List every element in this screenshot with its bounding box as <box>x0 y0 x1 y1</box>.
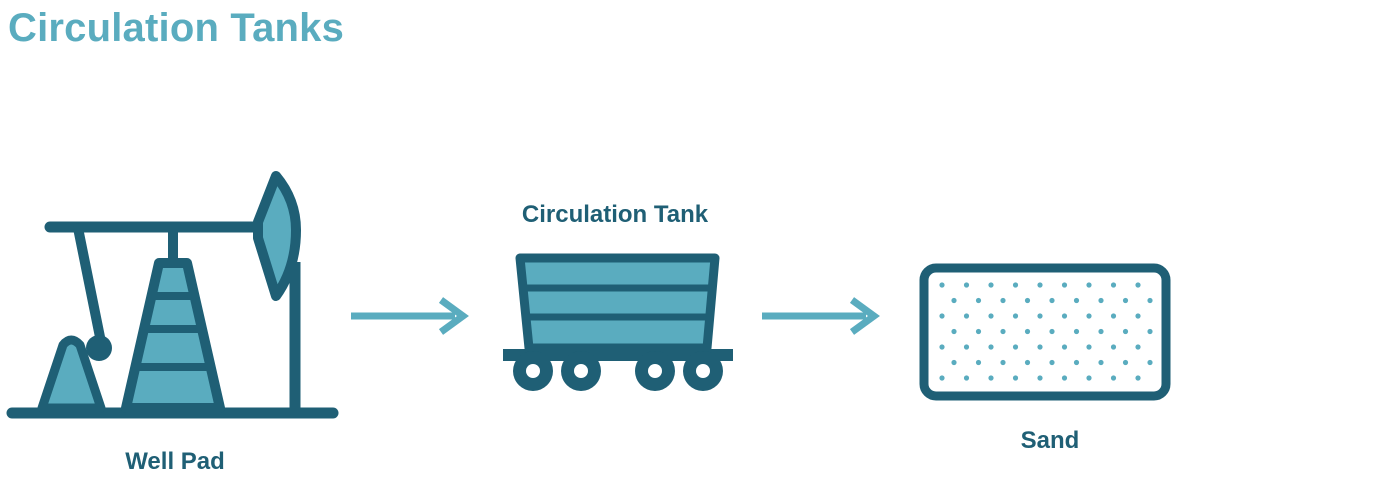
sand-dot <box>1086 313 1092 319</box>
sand-dots <box>939 282 1153 381</box>
sand-dot <box>1037 375 1043 381</box>
sand-dot <box>1135 313 1141 319</box>
sand-dot <box>1073 359 1080 366</box>
sand-dot <box>1098 328 1104 335</box>
sand-dot <box>988 282 994 288</box>
sand-dot <box>951 297 957 304</box>
sand-dot <box>1049 297 1055 304</box>
sand-dot <box>1049 359 1055 366</box>
sand-dot <box>1122 359 1129 366</box>
sand-dot <box>975 297 982 304</box>
sand-dot <box>1086 344 1092 350</box>
tank-rail-car-icon <box>503 253 733 391</box>
sand-dot <box>963 282 970 288</box>
sand-dot <box>1061 313 1068 319</box>
sand-dot <box>1012 313 1019 319</box>
sand-dot <box>1110 344 1117 350</box>
node-label-circulation-tank: Circulation Tank <box>521 201 709 228</box>
sand-dot <box>1073 297 1080 304</box>
sand-dot <box>1049 328 1055 335</box>
sand-dot <box>951 328 957 335</box>
sand-dot <box>939 344 945 350</box>
sand-dot <box>988 313 994 319</box>
sand-dot <box>1000 297 1006 304</box>
sand-dot <box>963 344 970 350</box>
sand-dot <box>1012 282 1019 288</box>
sand-dot <box>1024 359 1031 366</box>
sand-dot <box>1061 282 1068 288</box>
sand-dot <box>1122 297 1129 304</box>
sand-dot <box>975 328 982 335</box>
sand-dot <box>1037 344 1043 350</box>
sand-dot <box>939 375 945 381</box>
sand-dot <box>1122 328 1129 335</box>
sand-dot <box>939 282 945 288</box>
diagram-title: Circulation Tanks <box>8 6 345 50</box>
sand-dot <box>1086 282 1092 288</box>
sand-dot <box>1110 282 1117 288</box>
sand-dot <box>1012 375 1019 381</box>
sand-dot <box>1061 375 1068 381</box>
sand-dot <box>1135 344 1141 350</box>
sand-dot <box>1147 328 1153 335</box>
sand-dot <box>1073 328 1080 335</box>
sand-dot <box>1098 297 1104 304</box>
sand-dot <box>1000 328 1006 335</box>
pumpjack-icon <box>6 171 339 419</box>
sand-dot <box>1135 282 1141 288</box>
sand-dot <box>963 313 970 319</box>
sand-dot <box>1147 297 1153 304</box>
node-label-sand: Sand <box>1020 427 1080 454</box>
sand-dot <box>975 359 982 366</box>
sand-dot <box>939 313 945 319</box>
sand-dot <box>988 375 994 381</box>
node-label-well-pad: Well Pad <box>125 448 225 475</box>
sand-dot <box>1147 359 1153 366</box>
sand-dot <box>1037 313 1043 319</box>
sand-dot <box>1110 313 1117 319</box>
sand-dot <box>951 359 957 366</box>
arrow-right-icon <box>351 297 469 335</box>
sand-dotted-box-icon <box>919 263 1171 401</box>
sand-dot <box>1024 297 1031 304</box>
arrow-right-icon <box>762 297 880 335</box>
sand-dot <box>1086 375 1092 381</box>
sand-dot <box>1024 328 1031 335</box>
sand-dot <box>1000 359 1006 366</box>
sand-dot <box>1037 282 1043 288</box>
sand-dot <box>963 375 970 381</box>
sand-dot <box>1110 375 1117 381</box>
sand-dot <box>1098 359 1104 366</box>
sand-dot <box>1135 375 1141 381</box>
sand-dot <box>988 344 994 350</box>
sand-dot <box>1061 344 1068 350</box>
sand-dot <box>1012 344 1019 350</box>
